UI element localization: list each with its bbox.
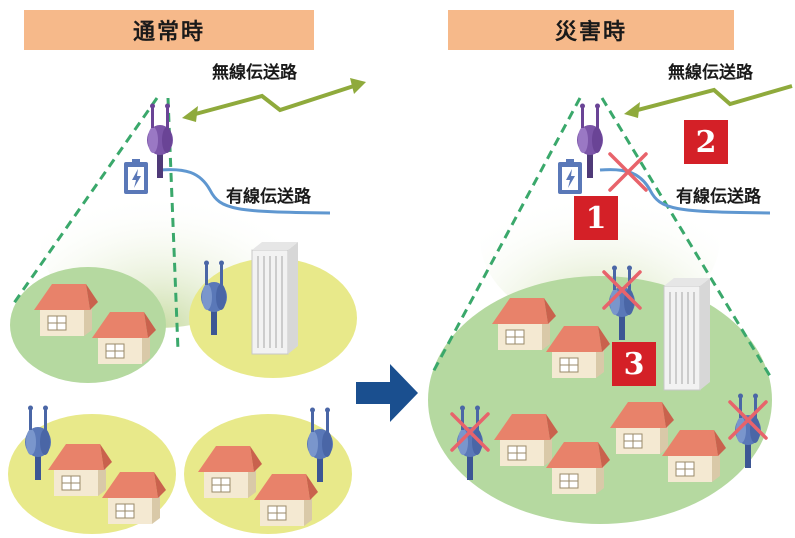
wired-label-right: 有線伝送路 (676, 187, 761, 207)
wireless-link-left (182, 78, 366, 122)
wireless-label-left: 無線伝送路 (212, 63, 297, 83)
coverage-line-right-a (430, 97, 582, 375)
wireless-label-right: 無線伝送路 (668, 63, 753, 83)
building-icon (251, 241, 299, 355)
coverage-line-right-b (600, 97, 772, 377)
marker-1: 1 (574, 196, 618, 240)
header-disaster: 災害時 (448, 10, 734, 50)
coverage-line-left-b (166, 97, 180, 351)
building-icon (663, 277, 711, 391)
marker-2: 2 (684, 120, 728, 164)
normal-panel (8, 78, 366, 534)
disaster-panel (428, 84, 793, 524)
wired-cable-right (599, 168, 771, 215)
wireless-link-right (624, 84, 793, 118)
coverage-line-left-a (12, 97, 159, 304)
wired-cable-left (159, 168, 331, 215)
transition-arrow-icon (356, 364, 418, 422)
battery-icon-left (124, 159, 148, 194)
marker-3: 3 (612, 342, 656, 386)
battery-icon-right (558, 159, 582, 194)
wired-label-left: 有線伝送路 (226, 187, 311, 207)
header-normal: 通常時 (24, 10, 314, 50)
